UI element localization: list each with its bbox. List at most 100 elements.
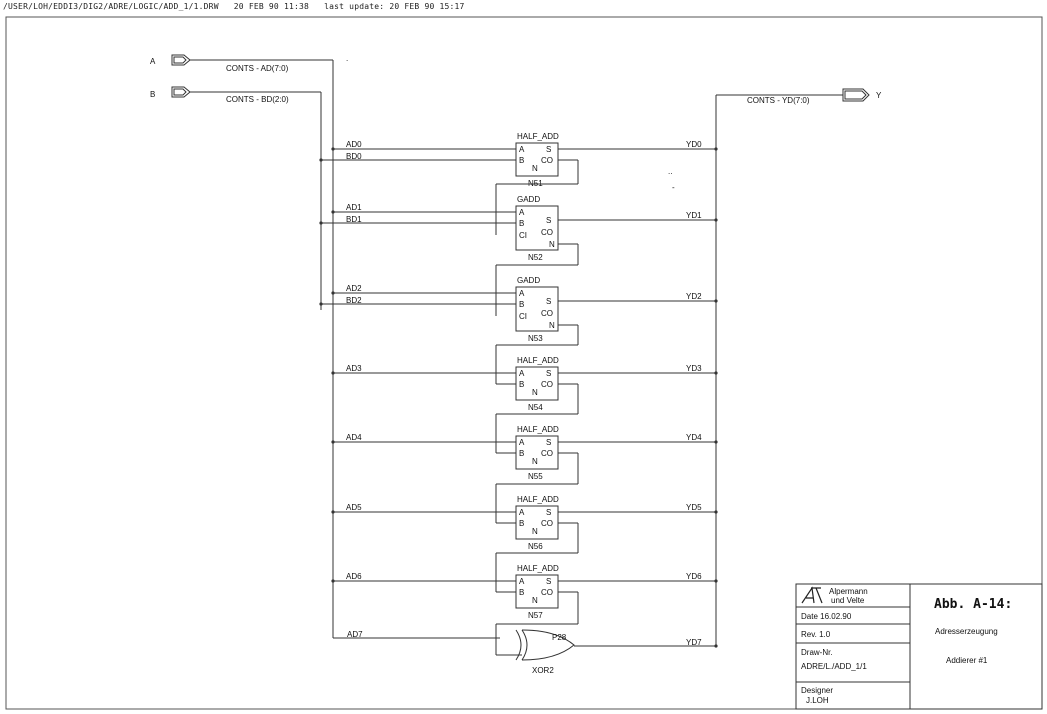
drawnr-value: ADRE/L./ADD_1/1: [801, 662, 867, 671]
xor-a-label: AD7: [347, 630, 363, 639]
net-label-y: YD0: [686, 140, 702, 149]
pin-co: CO: [541, 519, 553, 528]
adder-ref-label: N53: [528, 334, 543, 343]
pin-b: B: [519, 156, 524, 165]
pin-co: CO: [541, 449, 553, 458]
port-y[interactable]: Y: [842, 88, 882, 102]
pin-ci: CI: [519, 312, 527, 321]
file-header: /USER/LOH/EDDI3/DIG2/ADRE/LOGIC/ADD_1/1.…: [3, 2, 465, 11]
net-label-a: AD0: [346, 140, 362, 149]
xor-type: XOR2: [532, 666, 554, 675]
pin-b: B: [519, 588, 524, 597]
pin-s: S: [546, 297, 551, 306]
created-stamp: 20 FEB 90 11:38: [233, 2, 310, 11]
net-label-y: YD4: [686, 433, 702, 442]
pin-s: S: [546, 438, 551, 447]
pin-b: B: [519, 219, 524, 228]
adder-ref-label: N55: [528, 472, 543, 481]
pin-n: N: [532, 388, 538, 397]
pin-n: N: [532, 527, 538, 536]
pin-a: A: [519, 369, 525, 378]
drawnr-label: Draw-Nr.: [801, 648, 833, 657]
pin-ci: CI: [519, 231, 527, 240]
drawing-frame: [5, 16, 1043, 710]
circuit-name: Addierer #1: [946, 656, 988, 665]
stray-mark: .: [346, 54, 348, 63]
net-label-a: AD2: [346, 284, 362, 293]
company-line2: und Velte: [831, 596, 865, 605]
port-b[interactable]: B: [150, 86, 191, 99]
pin-s: S: [546, 216, 551, 225]
adder-ref-label: N57: [528, 611, 543, 620]
pin-a: A: [519, 438, 525, 447]
net-label-b: BD2: [346, 296, 362, 305]
adder-ref-label: N52: [528, 253, 543, 262]
net-label-b: BD1: [346, 215, 362, 224]
pin-a: A: [519, 208, 525, 217]
pin-s: S: [546, 369, 551, 378]
xor-ref: P28: [552, 633, 567, 642]
pin-a: A: [519, 289, 525, 298]
net-label-a: AD5: [346, 503, 362, 512]
port-y-label: Y: [876, 91, 882, 100]
adder-type-label: HALF_ADD: [517, 425, 559, 434]
net-label-a: AD6: [346, 572, 362, 581]
company-logo-icon: [801, 586, 823, 604]
date-field: Date 16.02.90: [801, 612, 852, 621]
designer-value: J.LOH: [806, 696, 829, 705]
pin-co: CO: [541, 309, 553, 318]
subject-title: Adresserzeugung: [935, 627, 998, 636]
rev-field: Rev. 1.0: [801, 630, 831, 639]
pin-co: CO: [541, 588, 553, 597]
pin-b: B: [519, 300, 524, 309]
pin-b: B: [519, 380, 524, 389]
stray-mark: ..: [668, 167, 672, 176]
pin-a: A: [519, 508, 525, 517]
pin-n: N: [532, 457, 538, 466]
b-bus-label: CONTS - BD(2:0): [226, 95, 289, 104]
pin-s: S: [546, 577, 551, 586]
net-label-a: AD4: [346, 433, 362, 442]
adder-ref-label: N56: [528, 542, 543, 551]
pin-n: N: [549, 240, 555, 249]
net-label-a: AD3: [346, 364, 362, 373]
pin-co: CO: [541, 228, 553, 237]
adder-type-label: HALF_ADD: [517, 356, 559, 365]
adder-box: [515, 205, 559, 251]
adder-box: [515, 142, 559, 177]
pin-n: N: [532, 596, 538, 605]
adder-type-label: GADD: [517, 195, 540, 204]
last-update-label: last update:: [324, 2, 385, 11]
xor-y-label: YD7: [686, 638, 702, 647]
pin-s: S: [546, 508, 551, 517]
net-label-y: YD3: [686, 364, 702, 373]
pin-b: B: [519, 519, 524, 528]
port-a[interactable]: A: [150, 54, 191, 66]
pin-s: S: [546, 145, 551, 154]
pin-co: CO: [541, 380, 553, 389]
net-label-a: AD1: [346, 203, 362, 212]
pin-n: N: [532, 164, 538, 173]
net-label-y: YD1: [686, 211, 702, 220]
net-label-b: BD0: [346, 152, 362, 161]
adder-stages: HALF_ADDN51ABNSCOAD0BD0YD0GADDN52ABCISCO…: [319, 132, 718, 625]
company-line1: Alpermann: [829, 587, 868, 596]
stray-mark: -: [672, 183, 675, 192]
port-b-label: B: [150, 90, 155, 99]
title-block: Alpermann und Velte Date 16.02.90 Rev. 1…: [795, 583, 1043, 710]
net-label-y: YD2: [686, 292, 702, 301]
y-bus-label: CONTS - YD(7:0): [747, 96, 810, 105]
net-label-y: YD6: [686, 572, 702, 581]
figure-title: Abb. A-14:: [934, 597, 1012, 612]
xor-gate[interactable]: AD7 P28 XOR2 YD7: [333, 609, 718, 675]
pin-b: B: [519, 449, 524, 458]
adder-box: [515, 366, 559, 401]
